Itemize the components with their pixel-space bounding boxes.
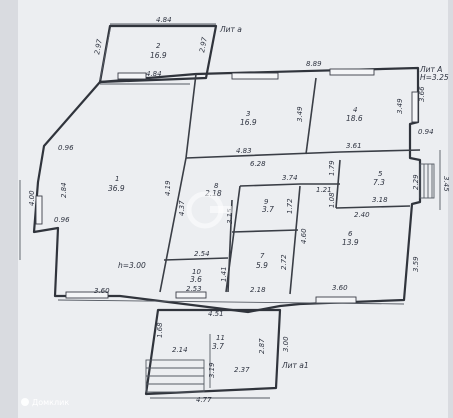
partition-room5-bottom bbox=[335, 205, 411, 209]
room-7-area: 5.9 bbox=[256, 261, 268, 270]
partition-room8-bottom bbox=[231, 229, 299, 233]
dim-top-right: 2.97 bbox=[198, 36, 209, 53]
dim-mid-628: 6.28 bbox=[250, 160, 266, 168]
dim-p-319: 3.19 bbox=[208, 362, 216, 378]
brand-logo-icon bbox=[21, 398, 29, 406]
dim-top-left: 2.97 bbox=[93, 38, 104, 55]
window-bottom-2 bbox=[175, 291, 207, 299]
dim-left-diag2: 0.96 bbox=[54, 216, 70, 224]
dim-c-419: 4.19 bbox=[164, 180, 172, 196]
window-right-1 bbox=[411, 91, 419, 123]
label-height-right: H=3.25 bbox=[420, 73, 449, 82]
dim-p-477: 4.77 bbox=[196, 396, 212, 404]
dim-c-141: 1.41 bbox=[220, 266, 228, 282]
dim-c-460: 4.60 bbox=[300, 228, 308, 244]
room-10-number: 10 bbox=[192, 268, 201, 276]
dim-r-121: 1.21 bbox=[316, 186, 332, 194]
dim-r-349b: 3.49 bbox=[396, 98, 404, 114]
dim-p-300: 3.00 bbox=[282, 336, 290, 352]
dim-right-h1: 3.66 bbox=[418, 86, 426, 102]
room-2-area: 16.9 bbox=[150, 51, 167, 60]
label-lit-a-right: Лит А bbox=[419, 65, 442, 74]
room-4-number: 4 bbox=[353, 106, 357, 114]
dim-c-254: 2.54 bbox=[194, 250, 210, 258]
dim-r-240: 2.40 bbox=[354, 211, 370, 219]
room-1-number: 1 bbox=[115, 175, 119, 183]
partition-room2-room4 bbox=[305, 77, 317, 155]
dim-mid-361: 3.61 bbox=[346, 142, 362, 150]
dim-c-437: 4.37 bbox=[178, 200, 186, 216]
brand-badge: Домклик bbox=[21, 398, 69, 407]
dim-r-345: 3.45 bbox=[442, 176, 450, 192]
dim-r-108: 1.08 bbox=[328, 192, 336, 208]
room-6-number: 6 bbox=[348, 230, 353, 238]
watermark-bar bbox=[210, 206, 232, 213]
bottom-steps bbox=[145, 359, 205, 393]
dim-bottom-mid: 2.18 bbox=[250, 286, 266, 294]
room-8-area: 2.18 bbox=[205, 189, 222, 198]
porch-bottom-outline bbox=[144, 308, 282, 396]
room-3-area: 16.9 bbox=[240, 118, 257, 127]
window-left-1 bbox=[35, 195, 43, 225]
room-8-number: 8 bbox=[214, 182, 219, 190]
dim-bot-451: 4.51 bbox=[208, 310, 224, 318]
dim-c-272: 2.72 bbox=[280, 254, 288, 270]
dim-r-318: 3.18 bbox=[372, 196, 388, 204]
label-lit-a-top: Лит а bbox=[219, 25, 242, 34]
dim-left-width: 4.00 bbox=[28, 190, 36, 206]
right-steps bbox=[419, 163, 435, 199]
room-4-area: 18.6 bbox=[346, 114, 363, 123]
dim-p-237: 2.37 bbox=[234, 366, 250, 374]
label-lit-a1: Лит а1 bbox=[281, 361, 309, 370]
partition-room8-right bbox=[289, 185, 301, 295]
room-9-number: 9 bbox=[264, 198, 269, 206]
window-top-3 bbox=[329, 68, 375, 76]
dim-r-349a: 3.49 bbox=[296, 106, 304, 122]
partition-hall-bottom bbox=[239, 183, 340, 187]
room-7-number: 7 bbox=[260, 252, 265, 260]
dim-p-287: 2.87 bbox=[258, 338, 266, 354]
dim-inner-top: 4.84 bbox=[146, 70, 162, 78]
room-5-area: 7.3 bbox=[373, 178, 385, 187]
partition-room2-bottom bbox=[185, 149, 421, 159]
room-5-number: 5 bbox=[378, 170, 383, 178]
room-11-number: 11 bbox=[216, 334, 225, 342]
room-6-area: 13.9 bbox=[342, 238, 359, 247]
dim-right-top: 8.89 bbox=[306, 60, 322, 68]
partition-room9-right bbox=[227, 199, 233, 293]
dim-r-179: 1.79 bbox=[328, 160, 336, 176]
brand-name: Домклик bbox=[32, 398, 69, 407]
dim-bottom-left: 3.60 bbox=[94, 287, 110, 295]
veranda-top-partition bbox=[99, 29, 111, 81]
dim-left-diag: 0.96 bbox=[58, 144, 74, 152]
window-top-1 bbox=[117, 72, 147, 80]
dim-c-172: 1.72 bbox=[286, 198, 294, 214]
dim-r-359: 3.59 bbox=[412, 256, 420, 272]
room-2-number: 2 bbox=[156, 42, 161, 50]
dim-left-inner: 2.84 bbox=[60, 182, 68, 198]
dim-c-315: 3.15 bbox=[226, 208, 234, 224]
watermark bbox=[186, 191, 232, 229]
dim-p-168: 1.68 bbox=[156, 322, 164, 338]
dim-r-229: 2.29 bbox=[412, 174, 420, 190]
room-11-area: 3.7 bbox=[212, 342, 224, 351]
dim-top-width: 4.84 bbox=[156, 16, 172, 24]
dim-p-214: 2.14 bbox=[172, 346, 188, 354]
window-top-2 bbox=[231, 72, 279, 80]
dim-mid-374: 3.74 bbox=[282, 174, 298, 182]
dim-mid-483: 4.83 bbox=[236, 147, 252, 155]
window-bottom-3 bbox=[315, 296, 357, 304]
dim-r-094: 0.94 bbox=[418, 128, 434, 136]
partition-room10-top bbox=[163, 257, 229, 261]
dim-bot-253: 2.53 bbox=[186, 285, 202, 293]
dimension-lines bbox=[19, 23, 441, 399]
room-1-area: 36.9 bbox=[108, 184, 125, 193]
label-height-main: h=3.00 bbox=[118, 261, 146, 270]
dim-bottom-right: 3.60 bbox=[332, 284, 348, 292]
window-bottom-1 bbox=[65, 291, 109, 299]
room-3-number: 3 bbox=[246, 110, 250, 118]
room-10-area: 3.6 bbox=[190, 275, 202, 284]
room-9-area: 3.7 bbox=[262, 205, 274, 214]
